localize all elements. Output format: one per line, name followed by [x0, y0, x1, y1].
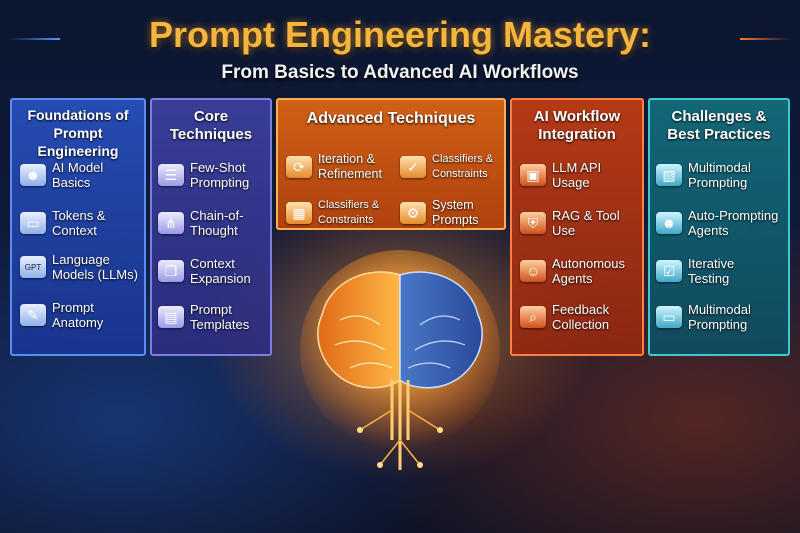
- list-item[interactable]: ☰ Few-Shot Prompting: [158, 160, 270, 190]
- list-item[interactable]: ⋔ Chain-of-Thought: [158, 208, 270, 238]
- page-title: Prompt Engineering Mastery:: [148, 14, 652, 55]
- item-label: Tokens & Context: [52, 208, 106, 238]
- item-label: Prompt Templates: [190, 302, 250, 332]
- item-label: Context Expansion: [190, 256, 251, 286]
- panel-advanced: Advanced Techniques ⟳ Iteration & Refine…: [276, 98, 506, 230]
- item-label: Language Models (LLMs): [52, 252, 138, 282]
- feedback-search-icon: ⌕: [520, 306, 546, 328]
- item-label: Chain-of-Thought: [190, 208, 244, 238]
- panel-foundations: Foundations of Prompt Engineering ☻ AI M…: [10, 98, 146, 356]
- list-item[interactable]: ❐ Context Expansion: [158, 256, 270, 286]
- brain-illustration: [300, 250, 500, 470]
- edit-document-icon: ✎: [20, 304, 46, 326]
- list-item[interactable]: ▣ LLM API Usage: [520, 160, 622, 190]
- item-label: RAG & Tool Use: [552, 208, 620, 238]
- image-screen-icon: ▨: [656, 164, 682, 186]
- list-item[interactable]: ⚙ System Prompts: [400, 198, 502, 228]
- checklist-icon: ☑: [656, 260, 682, 282]
- list-item[interactable]: ☻ Auto-Prompting Agents: [656, 208, 784, 238]
- robot-head-icon: ☻: [20, 164, 46, 186]
- item-label: Multimodal Prompting: [688, 160, 751, 190]
- item-label: Multimodal Prompting: [688, 302, 751, 332]
- list-item[interactable]: ▦ Classifiers & Constraints: [286, 198, 396, 228]
- template-pages-icon: ▤: [158, 306, 184, 328]
- list-item[interactable]: ⛨ RAG & Tool Use: [520, 208, 622, 238]
- item-label: Auto-Prompting Agents: [688, 208, 779, 238]
- document-check-icon: ✓: [400, 156, 426, 178]
- clipboard-list-icon: ▦: [286, 202, 312, 224]
- list-item[interactable]: ▤ Prompt Templates: [158, 302, 270, 332]
- panel-challenges: Challenges & Best Practices ▨ Multimodal…: [648, 98, 790, 356]
- title-accent-left: [10, 38, 60, 40]
- item-label: Iteration & Refinement: [318, 152, 382, 181]
- shield-tool-icon: ⛨: [520, 212, 546, 234]
- list-item[interactable]: ☑ Iterative Testing: [656, 256, 768, 286]
- list-item[interactable]: GPT Language Models (LLMs): [20, 252, 148, 282]
- list-item[interactable]: ☺ Autonomous Agents: [520, 256, 636, 286]
- list-item[interactable]: ▭ Multimodal Prompting: [656, 302, 776, 332]
- list-item[interactable]: ▨ Multimodal Prompting: [656, 160, 776, 190]
- page-subtitle: From Basics to Advanced AI Workflows: [221, 62, 579, 83]
- item-label: Classifiers & Constraints: [318, 199, 380, 226]
- gears-icon: ⚙: [400, 202, 426, 224]
- item-label: AI Model Basics: [52, 160, 104, 190]
- list-document-icon: ☰: [158, 164, 184, 186]
- list-item[interactable]: ✎ Prompt Anatomy: [20, 300, 132, 330]
- item-label: Feedback Collection: [552, 302, 610, 332]
- panel-title: AI Workflow Integration: [533, 108, 621, 143]
- list-item[interactable]: ☻ AI Model Basics: [20, 160, 142, 190]
- item-label: Iterative Testing: [688, 256, 735, 286]
- item-label: Few-Shot Prompting: [190, 160, 250, 190]
- list-item[interactable]: ▭ Tokens & Context: [20, 208, 132, 238]
- panel-title: Advanced Techniques: [306, 110, 476, 127]
- panel-title: Foundations of Prompt Engineering: [27, 107, 129, 159]
- panel-title: Challenges & Best Practices: [667, 108, 771, 143]
- panel-core: Core Techniques ☰ Few-Shot Prompting ⋔ C…: [150, 98, 272, 356]
- item-label: Classifiers & Constraints: [432, 153, 494, 180]
- document-stack-icon: ❐: [158, 260, 184, 282]
- panel-title: Core Techniques: [169, 108, 253, 143]
- gpt-model-icon: GPT: [20, 256, 46, 278]
- item-label: System Prompts: [432, 198, 479, 227]
- list-item[interactable]: ⌕ Feedback Collection: [520, 302, 632, 332]
- panel-workflow: AI Workflow Integration ▣ LLM API Usage …: [510, 98, 644, 356]
- monitor-panel-icon: ▭: [656, 306, 682, 328]
- robot-gear-icon: ☻: [656, 212, 682, 234]
- list-item[interactable]: ✓ Classifiers & Constraints: [400, 152, 508, 182]
- title-accent-right: [740, 38, 790, 40]
- chat-bubbles-icon: ▭: [20, 212, 46, 234]
- item-label: Prompt Anatomy: [52, 300, 104, 330]
- item-label: LLM API Usage: [552, 160, 602, 190]
- robot-agent-icon: ☺: [520, 260, 546, 282]
- api-window-icon: ▣: [520, 164, 546, 186]
- flow-nodes-icon: ⋔: [158, 212, 184, 234]
- list-item[interactable]: ⟳ Iteration & Refinement: [286, 152, 396, 182]
- refresh-arrows-icon: ⟳: [286, 156, 312, 178]
- item-label: Autonomous Agents: [552, 256, 625, 286]
